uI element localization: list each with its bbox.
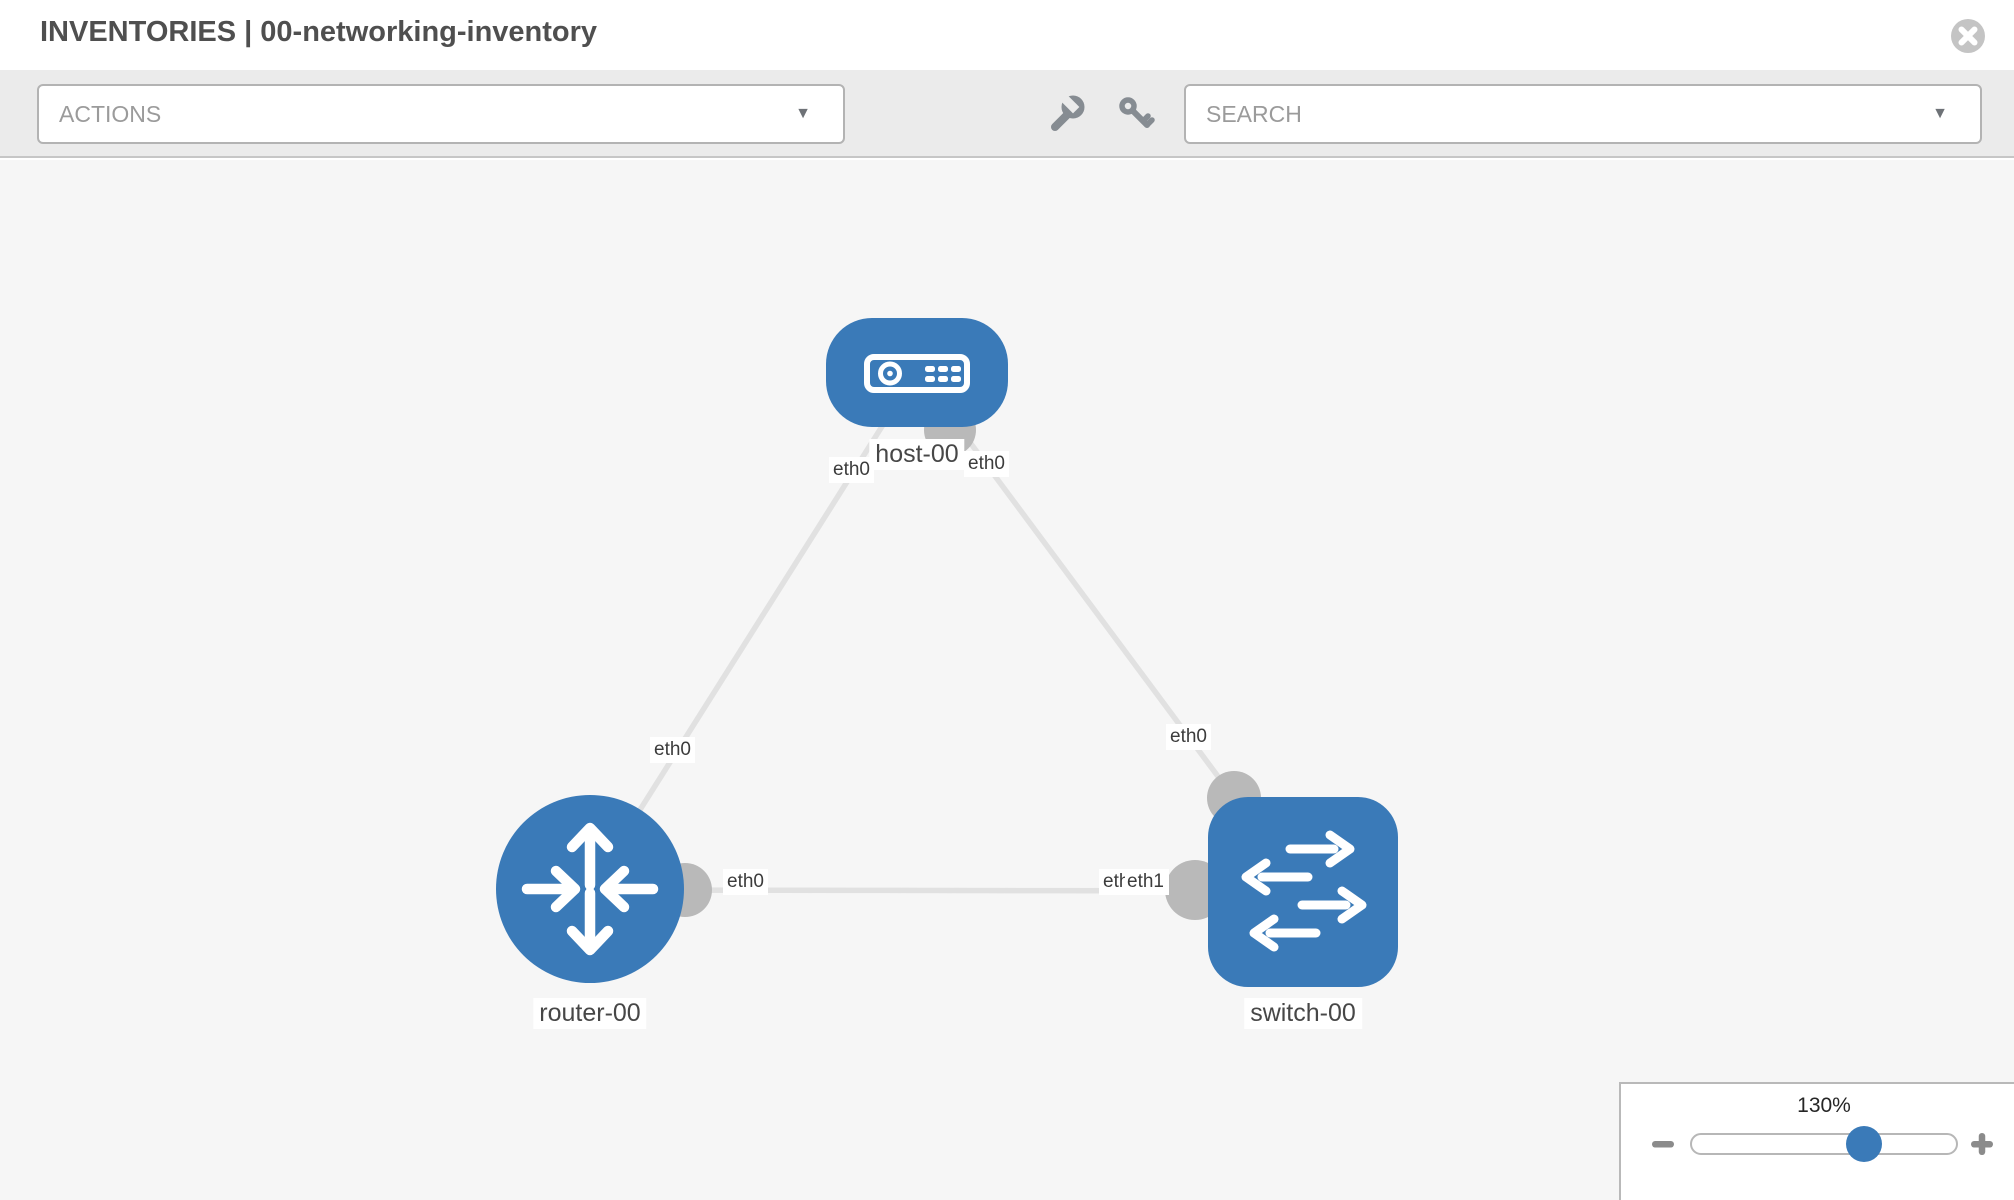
zoom-control-panel: 130%: [1619, 1082, 2014, 1200]
zoom-percent-value: 130%: [1797, 1094, 1851, 1117]
router-icon: [521, 822, 659, 956]
toolbar: ACTIONS ▼ SEARCH ▼: [0, 70, 2014, 158]
node-label-host: host-00: [869, 439, 965, 470]
zoom-slider-track[interactable]: [1690, 1126, 1958, 1162]
wrench-icon[interactable]: [1046, 91, 1086, 134]
chevron-down-icon: ▼: [1932, 105, 1948, 122]
search-dropdown[interactable]: SEARCH ▼: [1184, 84, 1982, 144]
zoom-in-plus-icon[interactable]: [1970, 1132, 1994, 1156]
zoom-out-minus-icon[interactable]: [1651, 1132, 1675, 1156]
interface-label: eth0: [723, 869, 768, 895]
key-icon[interactable]: [1116, 94, 1156, 134]
actions-dropdown[interactable]: ACTIONS ▼: [37, 84, 845, 144]
topology-canvas[interactable]: host-00 router-00 switch-00 eth0 eth0 et…: [0, 160, 2014, 1200]
header: INVENTORIES | 00-networking-inventory: [0, 0, 2014, 70]
interface-label: eth0: [829, 457, 874, 483]
node-label-router: router-00: [533, 998, 647, 1029]
interface-label: eth0: [964, 451, 1009, 477]
interface-label-overlap: eth0 eth1: [1099, 869, 1169, 895]
switch-icon: [1241, 830, 1367, 952]
search-dropdown-label: SEARCH: [1206, 100, 1302, 127]
node-label-switch: switch-00: [1244, 998, 1362, 1029]
interface-label: eth1: [1125, 869, 1169, 895]
topology-links-layer: [587, 369, 1304, 920]
interface-label: eth0: [650, 737, 695, 763]
node-host-00[interactable]: [826, 318, 1008, 427]
node-router-00[interactable]: [496, 795, 684, 983]
chevron-down-icon: ▼: [795, 105, 811, 122]
page-title: INVENTORIES | 00-networking-inventory: [40, 16, 598, 48]
actions-dropdown-label: ACTIONS: [59, 100, 162, 127]
host-icon: [864, 353, 970, 393]
close-icon[interactable]: [1950, 18, 1986, 54]
interface-label: eth0: [1166, 724, 1211, 750]
zoom-slider-handle[interactable]: [1846, 1126, 1882, 1162]
node-switch-00[interactable]: [1208, 797, 1398, 987]
